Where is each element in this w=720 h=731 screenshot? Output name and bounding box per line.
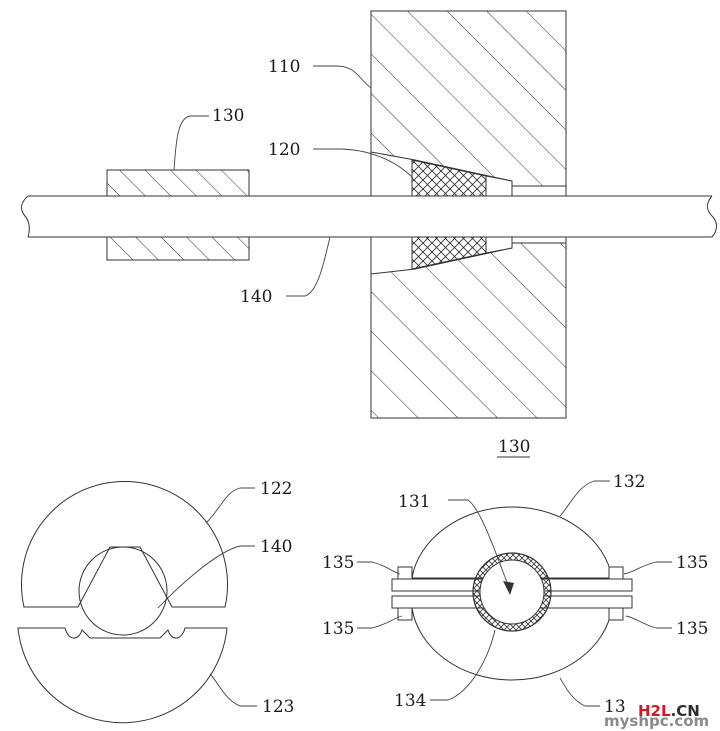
label-135-bl: 135 bbox=[322, 619, 354, 639]
label-140-b: 140 bbox=[260, 537, 292, 557]
leader-122 bbox=[205, 487, 255, 524]
clamp-body-133 bbox=[411, 607, 613, 681]
leader-135-bl bbox=[357, 615, 403, 629]
label-122: 122 bbox=[260, 479, 292, 499]
wall-bore-lower bbox=[370, 237, 567, 274]
label-123: 123 bbox=[262, 697, 294, 717]
ring-half-122 bbox=[21, 480, 228, 608]
wall-bore-upper bbox=[370, 152, 567, 196]
label-132: 132 bbox=[613, 472, 645, 492]
leader-140-bottom bbox=[157, 545, 255, 609]
split-ring-view: 122 140 123 bbox=[17, 479, 294, 724]
leader-135-br bbox=[625, 615, 672, 629]
watermark-brand: H2L.CN bbox=[638, 702, 700, 720]
label-140: 140 bbox=[240, 287, 272, 307]
clamp-body-132 bbox=[411, 506, 613, 579]
leader-110 bbox=[313, 65, 372, 89]
label-133-partial: 13 bbox=[604, 697, 626, 717]
leader-135-tl bbox=[357, 561, 401, 575]
leader-130-top bbox=[173, 115, 209, 171]
bolt-135-tl bbox=[397, 566, 413, 580]
clamp-view: 131 132 135 135 135 135 134 13 bbox=[322, 472, 708, 717]
label-120: 120 bbox=[268, 140, 300, 160]
bolt-135-bl bbox=[397, 607, 413, 621]
leader-132 bbox=[559, 480, 610, 517]
sleeve-130-upper bbox=[106, 169, 250, 197]
label-131: 131 bbox=[398, 492, 430, 512]
pipe-140-circle bbox=[78, 546, 168, 636]
label-110: 110 bbox=[268, 57, 300, 77]
pipe-break-left bbox=[21, 195, 30, 238]
watermark-brand-text: H2L bbox=[638, 702, 671, 720]
leader-133 bbox=[559, 677, 600, 707]
watermark: myshpc.com H2L.CN bbox=[604, 702, 709, 730]
watermark-tld: .CN bbox=[671, 702, 700, 720]
leader-120 bbox=[313, 148, 414, 179]
bolt-135-tr bbox=[608, 566, 624, 580]
arrow-head-131 bbox=[503, 581, 514, 595]
leader-123 bbox=[209, 673, 257, 707]
wall-block-lower bbox=[370, 242, 567, 419]
leader-134 bbox=[430, 629, 496, 701]
label-135-tl: 135 bbox=[322, 553, 354, 573]
label-134: 134 bbox=[394, 691, 426, 711]
section-view: 110 120 130 140 bbox=[21, 10, 717, 419]
label-135-br: 135 bbox=[676, 619, 708, 639]
watermark-site: myshpc.com bbox=[604, 712, 709, 730]
figure-label-130: 130 bbox=[498, 437, 530, 457]
leader-131 bbox=[448, 499, 511, 591]
label-130: 130 bbox=[212, 106, 244, 126]
pipe-140 bbox=[28, 195, 712, 238]
leader-135-tr bbox=[623, 561, 672, 575]
ring-half-123 bbox=[17, 627, 228, 724]
bolt-135-br bbox=[608, 607, 624, 621]
wall-block-upper bbox=[370, 10, 567, 187]
sleeve-130-lower bbox=[106, 236, 250, 261]
leader-140-top bbox=[286, 236, 331, 297]
pipe-inner bbox=[479, 559, 545, 625]
label-135-tr: 135 bbox=[676, 553, 708, 573]
pipe-break-right bbox=[707, 195, 717, 238]
figure-caption-130: 130 bbox=[497, 437, 530, 458]
